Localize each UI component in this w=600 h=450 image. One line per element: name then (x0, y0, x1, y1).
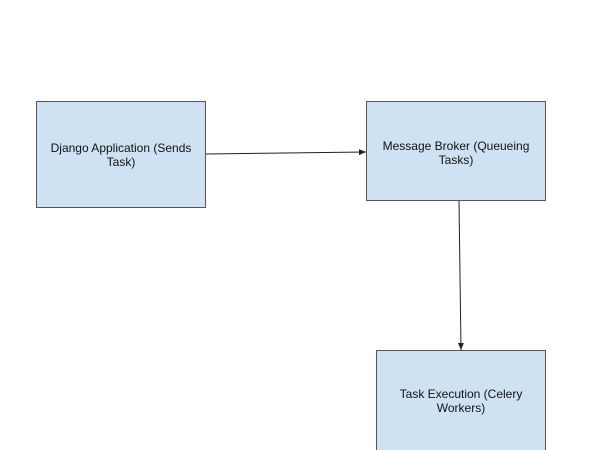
node-message-broker-label: Message Broker (Queueing Tasks) (382, 139, 530, 167)
edge-broker-to-worker (457, 200, 464, 351)
node-task-execution-label: Task Execution (Celery Workers) (399, 387, 523, 415)
edge-django-to-broker (205, 149, 367, 156)
node-django-application-label: Django Application (Sends Task) (50, 140, 192, 169)
node-django-application[interactable]: Django Application (Sends Task) (36, 101, 206, 208)
node-message-broker[interactable]: Message Broker (Queueing Tasks) (366, 101, 546, 201)
node-task-execution[interactable]: Task Execution (Celery Workers) (376, 350, 546, 450)
